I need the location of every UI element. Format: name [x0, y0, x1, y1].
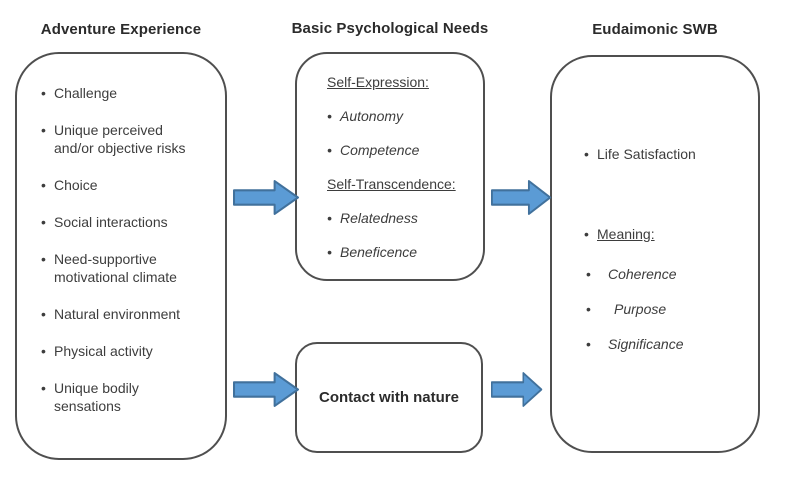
- list-item: Unique perceived and/or objective risks: [41, 121, 199, 157]
- self-transcendence-heading: Self-Transcendence:: [327, 176, 456, 192]
- list-item: Physical activity: [41, 342, 199, 360]
- eudaimonic-swb-box: Life Satisfaction Meaning: Coherence Pur…: [550, 55, 760, 453]
- list-item: Autonomy: [327, 107, 473, 125]
- adventure-experience-box: Challenge Unique perceived and/or object…: [15, 52, 227, 460]
- self-expression-heading: Self-Expression:: [327, 74, 429, 90]
- list-item: Unique bodily sensations: [41, 379, 199, 415]
- list-item: Relatedness: [327, 209, 473, 227]
- header-adventure-experience: Adventure Experience: [40, 21, 202, 38]
- list-item: Competence: [327, 141, 473, 159]
- list-item: Purpose: [584, 300, 748, 318]
- meaning-heading-label: Meaning:: [597, 226, 655, 242]
- list-item: Coherence: [584, 265, 748, 283]
- list-item: Social interactions: [41, 213, 199, 231]
- list-item: Natural environment: [41, 305, 199, 323]
- arrow-adventure-to-nature-icon: [233, 371, 300, 408]
- header-basic-psychological-needs: Basic Psychological Needs: [291, 20, 489, 37]
- list-item: Challenge: [41, 84, 199, 102]
- list-item: Beneficence: [327, 243, 473, 261]
- list-item: Need-supportive motivational climate: [41, 250, 199, 286]
- psychological-needs-box: Self-Expression: Autonomy Competence Sel…: [295, 52, 485, 281]
- contact-with-nature-label: Contact with nature: [318, 388, 459, 406]
- list-item: Choice: [41, 176, 199, 194]
- life-satisfaction-item: Life Satisfaction: [584, 145, 748, 163]
- arrow-needs-to-swb-icon: [491, 179, 552, 216]
- meaning-heading: Meaning:: [584, 225, 748, 243]
- arrow-adventure-to-needs-icon: [233, 179, 300, 216]
- arrow-nature-to-swb-icon: [491, 371, 543, 408]
- list-item: Significance: [584, 335, 748, 353]
- header-eudaimonic-swb: Eudaimonic SWB: [592, 21, 718, 38]
- contact-with-nature-box: Contact with nature: [295, 342, 483, 453]
